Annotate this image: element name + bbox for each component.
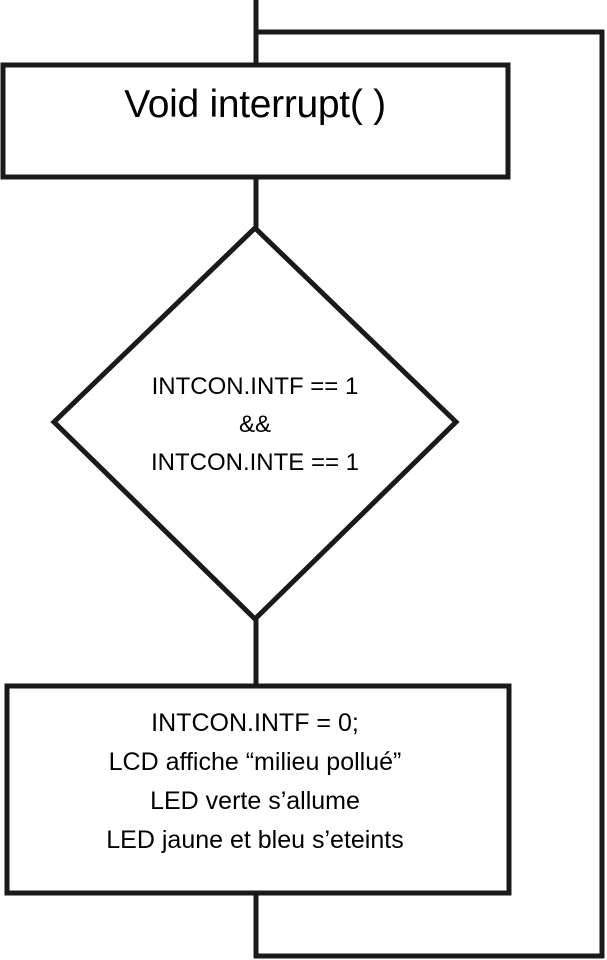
title-box-label: Void interrupt( ) [0, 82, 510, 128]
action-line-3: LED verte s’allume [150, 787, 360, 815]
action-line-2: LCD affiche “milieu pollué” [108, 748, 402, 776]
action-line-4: LED jaune et bleu s’eteints [106, 826, 404, 854]
action-box-label: INTCON.INTF = 0; LCD affiche “milieu pol… [0, 704, 510, 860]
decision-line-1: INTCON.INTF == 1 [151, 373, 359, 400]
title-box [0, 62, 511, 180]
decision-line-3: INTCON.INTE == 1 [150, 449, 360, 476]
action-line-1: INTCON.INTF = 0; [151, 709, 359, 737]
title-text: Void interrupt( ) [124, 83, 386, 126]
decision-label: INTCON.INTF == 1 && INTCON.INTE == 1 [54, 368, 456, 482]
decision-line-2: && [238, 411, 271, 438]
